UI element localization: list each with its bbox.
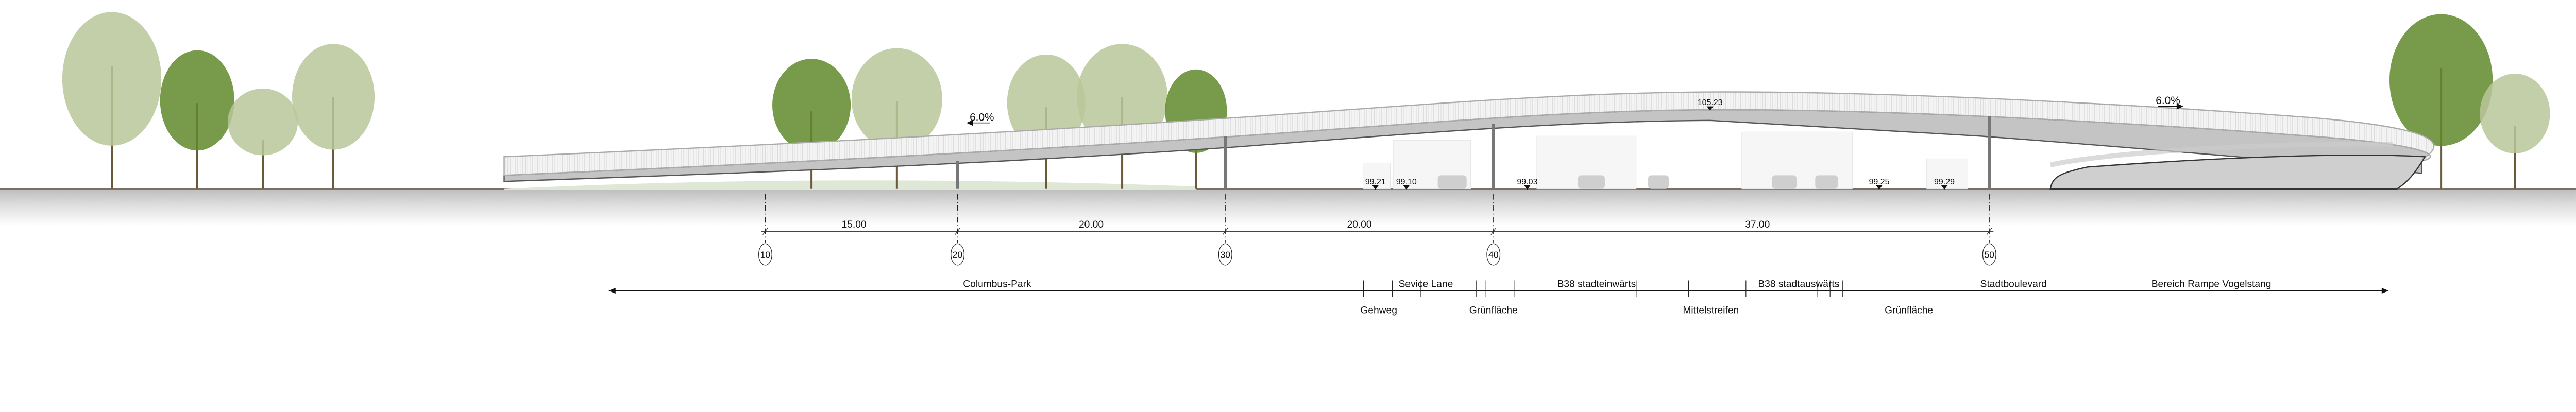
annotations: 105.23 99.21 99.10 99.03 99.25 99.29 6.0% 6.0% 1… xyxy=(608,95,2389,316)
axis-bubble xyxy=(1218,243,1232,266)
vehicle-silhouette xyxy=(1648,175,1669,189)
axis-label: 50 xyxy=(1984,249,1994,260)
ground-section xyxy=(0,188,2576,226)
backdrop-block xyxy=(1363,162,1391,190)
dimension-label: 15.00 xyxy=(842,219,867,230)
dimension-label: 20.00 xyxy=(1079,219,1104,230)
zone-label: Stadtboulevard xyxy=(1980,279,2047,289)
slope-arrow-right-icon xyxy=(2157,103,2183,110)
tree-crown xyxy=(2389,14,2493,146)
backdrop-block xyxy=(1926,158,1969,190)
elevation-marker xyxy=(1876,185,1883,190)
tree-icon xyxy=(1076,44,1168,189)
dimension-tick xyxy=(955,228,960,235)
elevation-marker xyxy=(1372,185,1379,190)
vehicle-silhouette xyxy=(1578,175,1605,189)
elevation-marker xyxy=(1403,185,1410,190)
elevation-label: 99.25 xyxy=(1869,178,1889,186)
slope-label-left: 6.0% xyxy=(970,112,994,124)
zone-label-below: Grünfläche xyxy=(1469,305,1518,316)
ramp-loop xyxy=(2049,154,2426,190)
elevation-label: 99.10 xyxy=(1396,178,1417,186)
zone-label: Bereich Rampe Vogelstang xyxy=(2151,279,2272,289)
slope-label-right: 6.0% xyxy=(2156,95,2180,107)
road-backdrops xyxy=(1363,131,1969,190)
axis-label: 20 xyxy=(953,249,963,260)
axis-bubble xyxy=(758,243,772,266)
elevation-label: 99.29 xyxy=(1934,178,1955,186)
slope-arrow-left-icon xyxy=(966,119,990,126)
tree-icon xyxy=(228,88,298,189)
elevation-marker xyxy=(1706,106,1714,111)
tree-icon xyxy=(2389,14,2493,189)
tree-crown xyxy=(851,48,942,150)
tree-icon xyxy=(1007,54,1086,189)
tree-crown xyxy=(292,44,375,150)
axis-label: 40 xyxy=(1488,249,1499,260)
axis-label: 10 xyxy=(760,249,771,260)
arrow-right-icon xyxy=(2381,287,2389,294)
arrow-left-icon xyxy=(608,287,616,294)
bridge-section-drawing: 105.23 99.21 99.10 99.03 99.25 99.29 6.0% 6.0% 1… xyxy=(0,12,2576,316)
elevation-marker xyxy=(1941,185,1948,190)
vehicle-silhouette xyxy=(1815,175,1838,189)
zone-label-below: Gehweg xyxy=(1360,305,1397,316)
tree-crown xyxy=(160,50,234,151)
tree-icon xyxy=(160,50,234,189)
elevation-label-top: 105.23 xyxy=(1698,98,1723,107)
tree-crown xyxy=(62,12,162,146)
tree-crown xyxy=(772,59,851,152)
zone-label: B38 stadtauswärts xyxy=(1758,279,1839,289)
dimension-tick xyxy=(762,228,768,235)
tree-icon xyxy=(292,44,375,189)
zone-label-below: Mittelstreifen xyxy=(1683,305,1739,316)
tree-crown xyxy=(1007,54,1086,151)
dimension-label: 20.00 xyxy=(1347,219,1371,230)
tree-icon xyxy=(62,12,162,189)
zone-label: B38 stadteinwärts xyxy=(1557,279,1636,289)
bridge xyxy=(503,91,2435,190)
vehicle-silhouette xyxy=(1772,175,1797,189)
vehicle-silhouette xyxy=(1437,175,1467,189)
elevation-label: 99.21 xyxy=(1365,178,1386,186)
elevation-label: 99.03 xyxy=(1517,178,1537,186)
dimension-tick xyxy=(1490,228,1497,235)
axis-bubble xyxy=(1982,243,1996,266)
trees xyxy=(62,12,2550,189)
axis-bubble xyxy=(951,243,964,266)
ramp-railing xyxy=(2049,141,2393,167)
park-lawn xyxy=(504,180,1197,190)
axis-label: 30 xyxy=(1220,249,1230,260)
zone-label-below: Grünfläche xyxy=(1885,305,1933,316)
tree-crown xyxy=(2480,73,2550,153)
zone-label: Columbus-Park xyxy=(963,279,1031,289)
dimension-tick xyxy=(1986,228,1992,235)
axis-bubble xyxy=(1486,243,1501,266)
tree-icon xyxy=(2480,73,2550,189)
dimension-label: 37.00 xyxy=(1745,219,1770,230)
zone-label: Sevice Lane xyxy=(1399,279,1453,289)
tree-crown xyxy=(228,88,298,156)
elevation-marker xyxy=(1524,185,1531,190)
dimension-tick xyxy=(1222,228,1228,235)
